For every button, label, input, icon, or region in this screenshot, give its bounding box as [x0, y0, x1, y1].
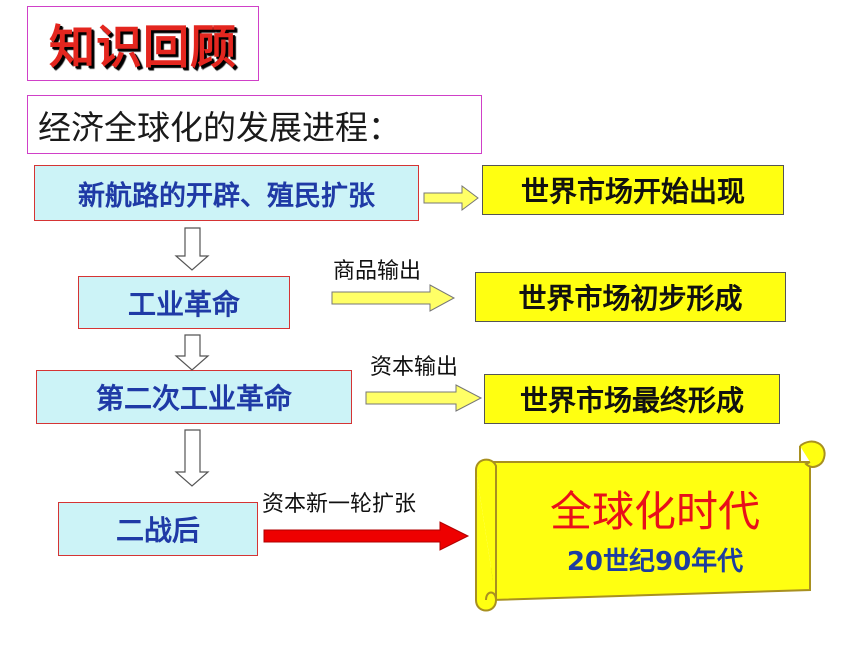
page-title: 知识回顾 — [49, 19, 237, 74]
result-market-emerges: 世界市场开始出现 — [482, 165, 784, 215]
page-subtitle: 经济全球化的发展进程： — [38, 107, 401, 147]
scroll-content: 全球化时代 20世纪90年代 — [500, 478, 810, 578]
stage-label: 工业革命 — [127, 287, 240, 321]
arrow-right-icon — [365, 384, 483, 412]
label-goods-export: 商品输出 — [333, 259, 422, 284]
arrow-down-icon — [174, 334, 210, 371]
result-label: 世界市场初步形成 — [518, 282, 743, 315]
stage-label: 第二次工业革命 — [95, 382, 292, 415]
label-capital-export: 资本输出 — [370, 355, 459, 380]
stage-second-industrial-revolution: 第二次工业革命 — [36, 370, 352, 424]
arrow-down-icon — [174, 227, 210, 271]
scroll-icon — [475, 440, 826, 612]
title-box: 知识回顾 — [27, 6, 259, 81]
stage-industrial-revolution: 工业革命 — [78, 276, 290, 329]
stage-label: 二战后 — [115, 514, 200, 547]
scroll-subtitle: 20世纪90年代 — [566, 547, 744, 577]
result-market-finally-formed: 世界市场最终形成 — [484, 374, 780, 424]
arrow-right-icon — [423, 185, 479, 211]
result-market-initially-formed: 世界市场初步形成 — [475, 272, 786, 322]
stage-label: 新航路的开辟、殖民扩张 — [78, 180, 375, 212]
result-label: 世界市场最终形成 — [519, 384, 744, 417]
subtitle-box: 经济全球化的发展进程： — [27, 95, 482, 154]
arrow-right-red-icon — [263, 521, 470, 551]
stage-post-wwii: 二战后 — [58, 502, 258, 556]
label-new-capital-expansion: 资本新一轮扩张 — [262, 492, 417, 517]
arrow-down-icon — [174, 429, 210, 487]
scroll-title: 全球化时代 — [549, 487, 760, 536]
stage-new-routes: 新航路的开辟、殖民扩张 — [34, 165, 419, 221]
arrow-right-icon — [331, 284, 456, 312]
result-label: 世界市场开始出现 — [520, 175, 745, 208]
